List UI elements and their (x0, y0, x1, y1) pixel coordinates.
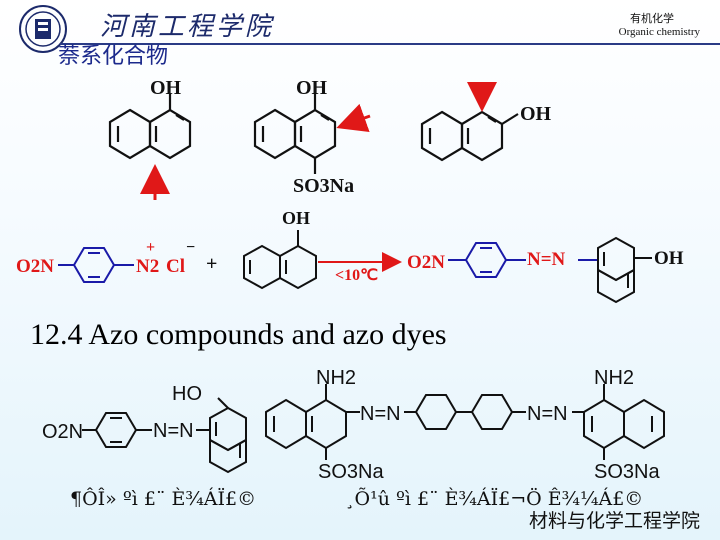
section-title: 12.4 Azo compounds and azo dyes (30, 318, 447, 351)
azo-label-dye-1: N=N (153, 420, 194, 442)
minus-charge: − (186, 239, 195, 256)
red-arrow-2 (336, 103, 371, 133)
azo-label-dye-2: N=N (360, 403, 401, 425)
course-name-cn: 有机化学 (630, 12, 674, 25)
oh-label-3: OH (520, 103, 552, 125)
oh-label-reactant: OH (282, 208, 310, 228)
azo-label-product: N=N (527, 249, 566, 270)
oh-label-2: OH (296, 77, 328, 99)
naphthol-structure-2 (253, 94, 337, 174)
course-name-en: Organic chemistry (618, 26, 700, 38)
o2n-label-reactant: O2N (16, 256, 54, 277)
footer-department: 材料与化学工程学院 (528, 510, 700, 532)
o2n-label-product: O2N (407, 252, 445, 273)
dye-caption-left: ¶ÔÎ» ºì £¨ È¾ÁÏ£© (70, 488, 257, 510)
oh-label-product: OH (654, 248, 684, 269)
dye-structures: O2N N=N HO NH2 SO3Na N= (42, 367, 665, 483)
ho-label-dye: HO (172, 383, 202, 405)
so3na-label-dye-2: SO3Na (594, 461, 660, 483)
azo-label-dye-3: N=N (527, 403, 568, 425)
header-divider (60, 43, 720, 45)
reaction-scheme: O2N N2 + Cl − + OH <10℃ O2N N (16, 208, 684, 304)
naphthol-structure-1 (108, 94, 192, 160)
cl-label: Cl (166, 256, 185, 277)
school-logo (19, 5, 67, 53)
naphthyl-product (597, 236, 652, 304)
school-name: 河南工程学院 (100, 12, 275, 42)
plus-charge: + (146, 239, 155, 256)
naphthol-structure-3 (420, 110, 519, 162)
nh2-label-1: NH2 (316, 367, 356, 389)
so3na-label-dye-1: SO3Na (318, 461, 384, 483)
benzene-ring-product (464, 242, 508, 278)
dye-caption-right: ¸Õ¹û ºì £¨ È¾ÁÏ£¬Ö Ê¾¼Á£© (345, 488, 644, 510)
topic-title: 萘系化合物 (58, 44, 169, 69)
oh-label-1: OH (150, 77, 182, 99)
benzene-ring-reactant (72, 247, 116, 283)
plus-sign: + (206, 253, 217, 275)
nh2-label-2: NH2 (594, 367, 634, 389)
so3na-label-1: SO3Na (293, 175, 354, 197)
naphthol-reactant (243, 230, 317, 290)
o2n-label-dye: O2N (42, 421, 83, 443)
reaction-condition: <10℃ (335, 267, 378, 284)
n2-label: N2 (136, 256, 159, 277)
